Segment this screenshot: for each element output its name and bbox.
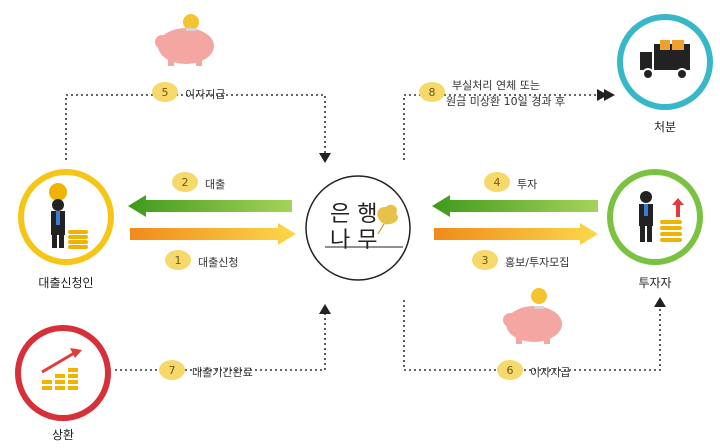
dotted-arrowheads — [319, 89, 666, 314]
ginkgo-leaf-badge-icon — [159, 360, 185, 380]
step-7-label: 대출기간완료 — [192, 366, 253, 379]
step-5-label: 이자지급 — [185, 88, 226, 101]
step-1-label: 대출신청 — [198, 256, 239, 269]
apply-arrow — [130, 223, 296, 245]
step-2-label: 대출 — [205, 178, 226, 191]
step-8-label-line2: 원금 미상환 10일 경과 후 — [446, 95, 566, 108]
disposal-node — [617, 14, 713, 110]
promo-arrow — [434, 223, 598, 245]
step-3-label: 홍보/투자모집 — [505, 256, 570, 269]
arrowhead-right-disposal-2 — [604, 89, 615, 101]
ginkgo-leaf-badge-icon — [472, 250, 498, 270]
person-holding-coin-icon — [49, 183, 88, 249]
delivery-truck-icon — [640, 40, 690, 80]
step-4-label: 투자 — [517, 178, 538, 191]
arrowhead-up-center — [319, 304, 331, 314]
ginkgo-leaf-badge-icon — [497, 360, 523, 380]
interest-path-top — [65, 94, 326, 160]
disposal-path — [403, 94, 600, 160]
ginkgo-leaf-badge-icon — [152, 82, 178, 102]
investor-label: 투자자 — [638, 276, 672, 290]
arrowhead-up-investor — [654, 297, 666, 307]
ginkgo-leaf-icon — [377, 204, 399, 235]
disposal-label: 처분 — [653, 120, 677, 134]
investor-chart-icon — [639, 191, 684, 242]
step-4-number: 4 — [493, 175, 501, 189]
ginkgo-leaf-badge-icon — [484, 172, 510, 192]
piggy-bank-icon — [155, 14, 214, 66]
arrowhead-down-center — [319, 153, 331, 163]
center-logo — [305, 175, 411, 281]
completion-path — [115, 312, 326, 371]
logo-text-line1: 은 행 — [330, 202, 378, 227]
loan-arrow — [128, 195, 292, 217]
step-5-number: 5 — [161, 85, 169, 99]
step-8-number: 8 — [428, 85, 436, 99]
repayment-label: 상환 — [51, 428, 75, 442]
ginkgo-leaf-badge-icon — [419, 82, 445, 102]
investor-node — [607, 169, 703, 265]
arrowhead-right-disposal — [597, 89, 608, 101]
flow-arrows — [128, 195, 598, 245]
ginkgo-leaf-badge-icon — [172, 172, 198, 192]
borrower-label: 대출신청인 — [38, 276, 94, 290]
interest-path-bottom — [403, 300, 661, 371]
piggy-bank-icon — [503, 288, 562, 344]
step-2-number: 2 — [181, 175, 189, 189]
rising-coins-chart-icon — [41, 348, 82, 390]
step-6-label: 이자지급 — [530, 366, 571, 379]
step-6-number: 6 — [506, 363, 514, 377]
borrower-node — [18, 169, 114, 265]
step-7-number: 7 — [168, 363, 176, 377]
ginkgo-leaf-badge-icon — [165, 250, 191, 270]
step-badges — [152, 82, 523, 380]
invest-arrow — [432, 195, 598, 217]
step-1-number: 1 — [174, 253, 182, 267]
step-3-number: 3 — [481, 253, 489, 267]
step-8-label-line1: 부실처리 연체 또는 — [452, 79, 540, 92]
logo-text-line2: 나 무 — [330, 228, 378, 253]
repayment-node — [15, 325, 111, 421]
